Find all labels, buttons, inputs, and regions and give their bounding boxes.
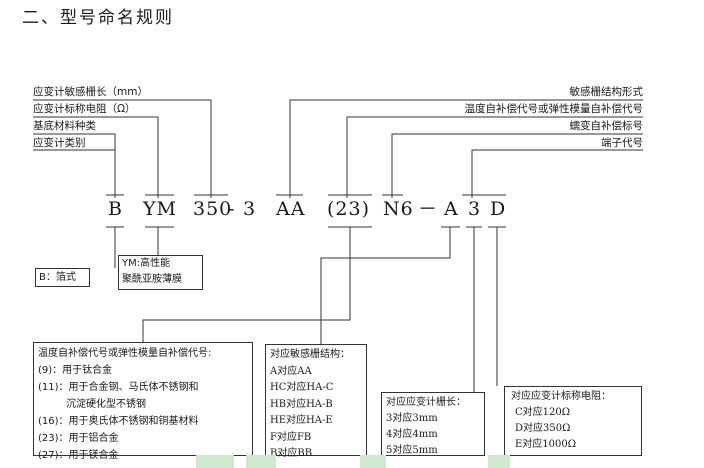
box-temp-item: (9)：用于钛合金: [38, 365, 113, 376]
code-part-struct-short: A: [444, 198, 459, 220]
box-nominal-resistance: 对应应变计标称电阻： C对应120Ω D对应350Ω E对应1000Ω: [504, 386, 642, 456]
box-temp-item: (23)：用于铝合金: [38, 433, 119, 444]
label-gauge-length: 应变计敏感栅长（mm）: [33, 86, 148, 98]
box-struct-item: HB对应HA-B: [270, 398, 333, 410]
box-struct-item: A对应AA: [270, 365, 312, 377]
box-temp-item: (16)：用于奥氏体不锈钢和铜基材料: [38, 416, 199, 427]
box-foil-type: B：箔式: [35, 268, 90, 287]
watermark-shape: [246, 455, 276, 468]
label-base-material: 基底材料种类: [33, 120, 96, 132]
code-part-category: B: [108, 198, 123, 220]
box-base-ym-line: YM:高性能: [122, 258, 171, 269]
box-base-ym-line: 聚酰亚胺薄膜: [122, 274, 182, 285]
watermark-shape: [196, 455, 234, 468]
code-part-base: YM: [143, 198, 177, 220]
box-res-title: 对应应变计标称电阻：: [511, 391, 611, 402]
box-temp-item: 沉淀硬化型不锈钢: [66, 399, 146, 410]
box-res-item: D对应350Ω: [515, 423, 571, 434]
box-base-ym: YM:高性能 聚酰亚胺薄膜: [118, 255, 203, 290]
watermark-shape: [488, 455, 510, 468]
code-part-temp: (23): [327, 198, 371, 220]
code-part-resistance: 350: [193, 198, 233, 220]
code-part-res-short: D: [490, 198, 507, 220]
box-struct-item: F对应FB: [270, 431, 312, 443]
box-gauge-length: 对应应变计栅长： 3对应3mm 4对应4mm 5对应5mm: [381, 392, 485, 456]
box-res-item: C对应120Ω: [515, 407, 571, 418]
box-grid-structure: 对应敏感栅结构： A对应AA HC对应HA-C HB对应HA-B HE对应HA-…: [265, 344, 367, 459]
section-title: 二、型号命名规则: [22, 8, 174, 28]
label-terminal-code: 端子代号: [601, 137, 643, 149]
box-struct-item: HE对应HA-E: [270, 415, 333, 426]
box-len-title: 对应应变计栅长：: [386, 397, 466, 408]
code-part-dash-2: －: [418, 198, 439, 220]
code-part-creep: N6: [383, 198, 414, 220]
label-gauge-category: 应变计类别: [33, 137, 86, 149]
box-struct-title: 对应敏感栅结构：: [270, 349, 350, 360]
box-len-item: 4对应4mm: [386, 429, 438, 440]
box-struct-item: HC对应HA-C: [270, 382, 334, 393]
label-creep-compensation: 蠕变自补偿标号: [569, 120, 644, 132]
watermark-shape: [360, 455, 386, 468]
box-temp-item: (11)：用于合金钢、马氏体不锈钢和: [38, 382, 199, 393]
label-nominal-resistance: 应变计标称电阻（Ω）: [33, 103, 136, 115]
box-temp-item: (27)：用于镁合金: [38, 450, 119, 461]
label-temp-compensation: 温度自补偿代号或弹性模量自补偿代号: [464, 103, 644, 115]
code-part-length: 3: [243, 198, 257, 220]
box-res-item: E对应1000Ω: [515, 439, 577, 450]
box-temp-title: 温度自补偿代号或弹性模量自补偿代号:: [38, 348, 212, 359]
code-part-length-short: 3: [468, 198, 482, 220]
label-grid-structure: 敏感栅结构形式: [569, 86, 644, 98]
code-part-dash: -: [228, 198, 236, 220]
box-len-item: 3对应3mm: [386, 413, 438, 424]
code-part-structure: AA: [276, 198, 306, 220]
box-temp-compensation: 温度自补偿代号或弹性模量自补偿代号: (9)：用于钛合金 (11)：用于合金钢、…: [33, 342, 253, 461]
box-len-item: 5对应5mm: [386, 445, 438, 456]
box-struct-item: B对应BB: [270, 448, 313, 459]
